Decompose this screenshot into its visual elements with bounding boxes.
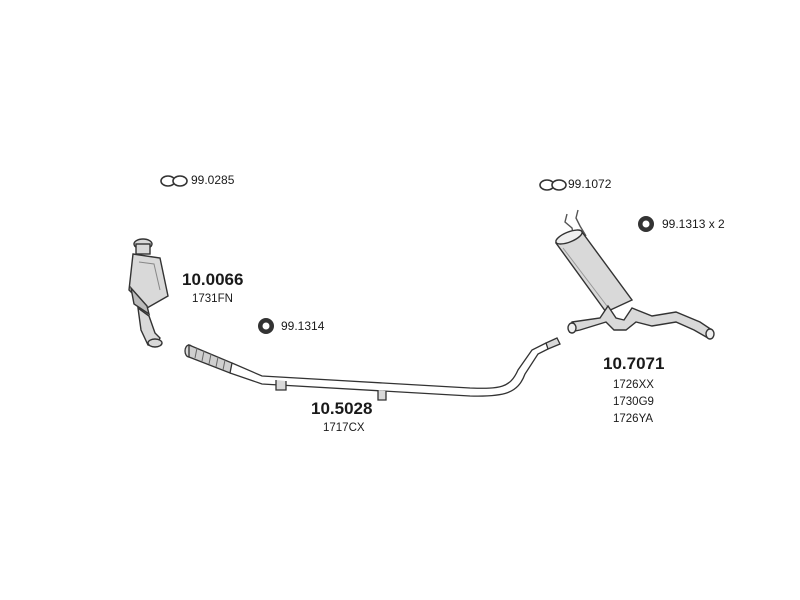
middle-pipe-drawing (184, 337, 561, 401)
part-number: 10.7071 (603, 354, 665, 373)
part-reference: 1731FN (192, 293, 233, 305)
accessory-number: 99.1313 x 2 (662, 217, 725, 231)
accessory-number: 99.1072 (568, 177, 612, 191)
part-reference: 1726YA (613, 413, 654, 425)
part-reference: 1730G9 (613, 396, 654, 408)
gasket-icon (539, 179, 567, 191)
rubber-mount-icon (638, 216, 654, 232)
gasket-icon (160, 175, 188, 187)
part-reference: 1726XX (613, 379, 654, 391)
catalyst-drawing (128, 238, 169, 348)
part-number: 10.5028 (311, 399, 373, 418)
rubber-mount-icon (258, 318, 274, 334)
accessory-number: 99.1314 (281, 319, 325, 333)
rear-silencer-drawing (554, 209, 715, 340)
part-number: 10.0066 (182, 270, 244, 289)
accessory-number: 99.0285 (191, 173, 235, 187)
part-reference: 1717CX (323, 422, 365, 434)
